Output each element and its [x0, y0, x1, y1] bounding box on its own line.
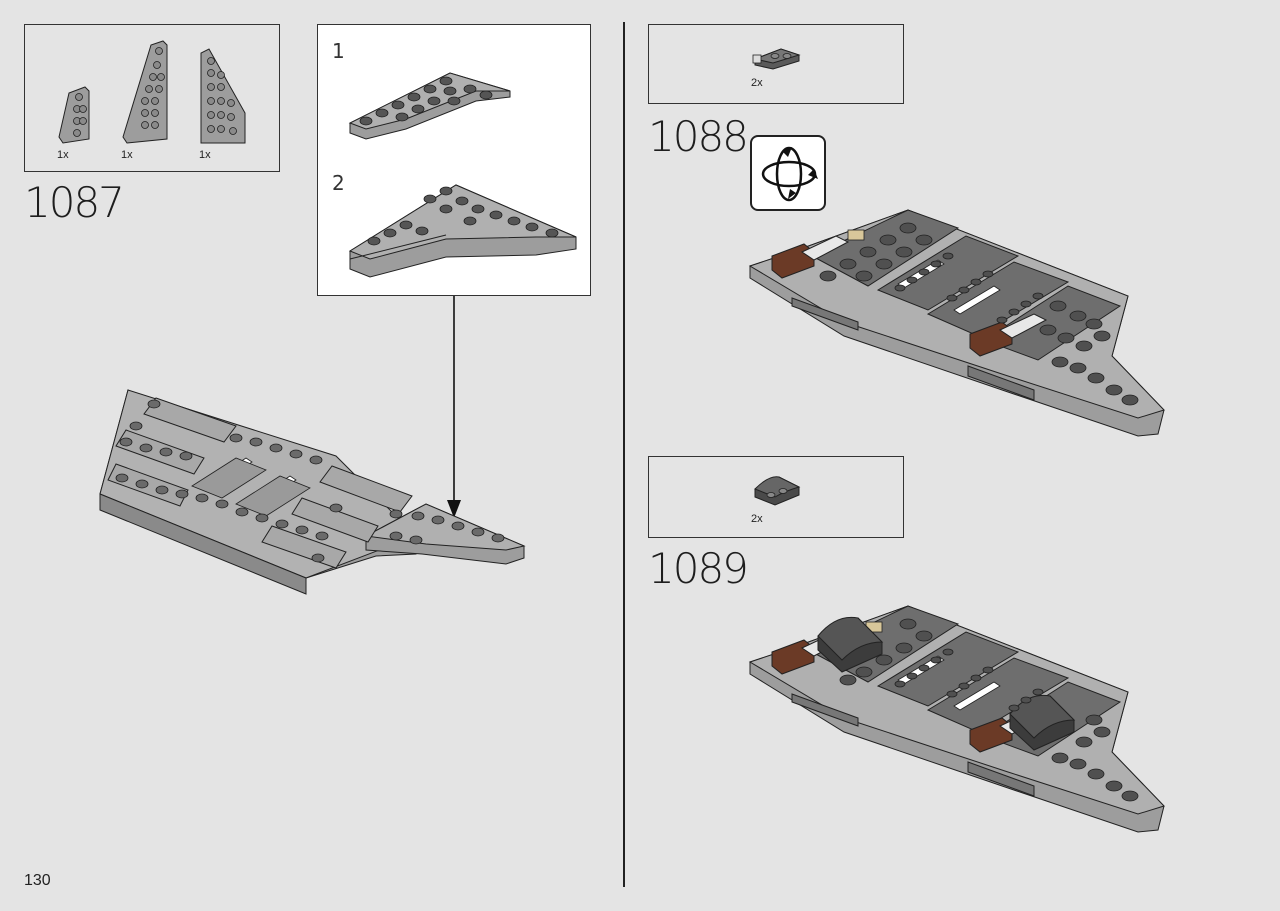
part-qty: 1x — [199, 149, 211, 161]
part-qty: 1x — [57, 149, 69, 161]
substep-number: 1 — [332, 39, 345, 63]
model-1088 — [748, 209, 1165, 437]
model-1089 — [748, 605, 1165, 833]
page-divider — [623, 22, 625, 887]
step-number-1087: 1087 — [24, 178, 125, 227]
curved-slope-part — [754, 476, 801, 506]
placement-arrow — [447, 296, 461, 518]
wedge-plate-small — [58, 86, 90, 144]
model-1087 — [99, 389, 526, 595]
wedge-plate-medium — [122, 40, 168, 144]
substep-1-wedge-plate — [348, 72, 511, 140]
clip-plate-part — [752, 48, 801, 70]
subassembly-callout: 1 2 — [317, 24, 591, 296]
part-qty: 2x — [751, 513, 763, 525]
part-qty: 1x — [121, 149, 133, 161]
parts-callout-1087: 1x 1x 1x — [24, 24, 280, 172]
step-number-1089: 1089 — [648, 544, 749, 593]
wedge-plate-large — [200, 48, 246, 144]
rotate-model-icon — [750, 135, 826, 211]
parts-callout-1088: 2x — [648, 24, 904, 104]
page-number: 130 — [24, 872, 51, 889]
parts-callout-1089: 2x — [648, 456, 904, 538]
step-number-1088: 1088 — [648, 112, 749, 161]
substep-number: 2 — [332, 171, 345, 195]
substep-2-combined-plates — [348, 184, 577, 278]
part-qty: 2x — [751, 77, 763, 89]
